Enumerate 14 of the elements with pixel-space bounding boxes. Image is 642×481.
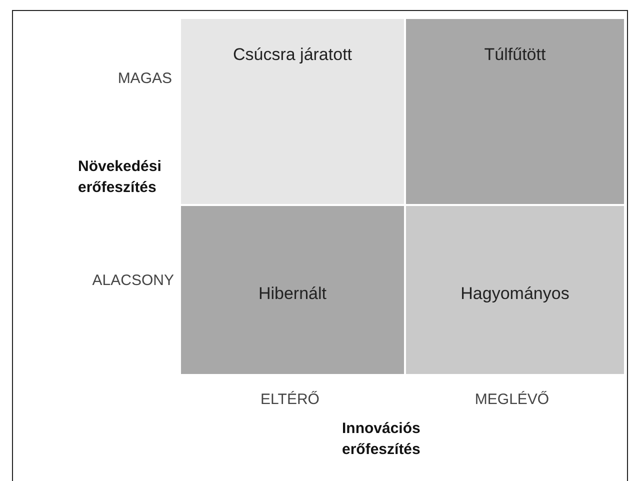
quadrant-box <box>405 18 625 205</box>
axis-title: Innovációs erőfeszítés <box>342 419 422 460</box>
axis-level-label: ALACSONY <box>91 272 174 289</box>
quadrant-label: Túlfűtött <box>484 45 546 65</box>
quadrant-label: Csúcsra járatott <box>232 45 352 65</box>
quadrant-label: Hagyományos <box>460 284 570 304</box>
axis-title: Növekedési erőfeszítés <box>78 157 162 198</box>
quadrant-box <box>180 205 405 375</box>
quadrant-label: Hibernált <box>258 284 327 304</box>
axis-level-label: MEGLÉVŐ <box>474 391 550 408</box>
quadrant-box <box>405 205 625 375</box>
axis-level-label: ELTÉRŐ <box>260 391 320 408</box>
quadrant-box <box>180 18 405 205</box>
axis-level-label: MAGAS <box>116 70 172 87</box>
